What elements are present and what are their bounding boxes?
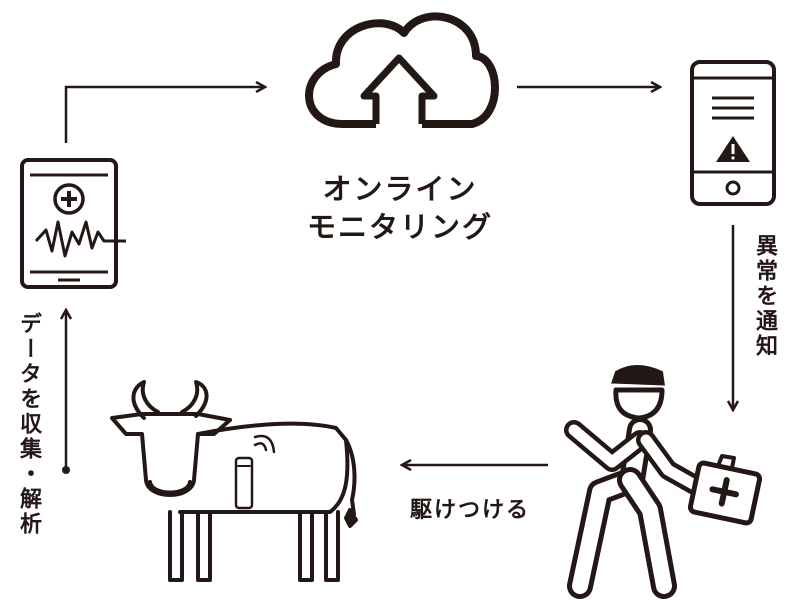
running-responder-icon	[564, 365, 763, 599]
step-label-rush: 駆けつける	[410, 498, 531, 523]
step-label-notify: 異常を通知	[752, 234, 777, 359]
center-title-line2: モニタリング	[306, 210, 493, 244]
arrow-tablet-to-cloud	[64, 87, 265, 143]
cloud-upload-icon	[305, 12, 499, 128]
arrow-cow-to-tablet	[62, 310, 70, 474]
step-label-collect: データを収集・解析	[16, 312, 41, 537]
cow-sensor-icon	[110, 380, 358, 582]
tablet-monitor-icon	[20, 158, 126, 289]
smartphone-alert-icon	[690, 60, 776, 206]
center-title-line1: オンライン	[322, 172, 478, 206]
